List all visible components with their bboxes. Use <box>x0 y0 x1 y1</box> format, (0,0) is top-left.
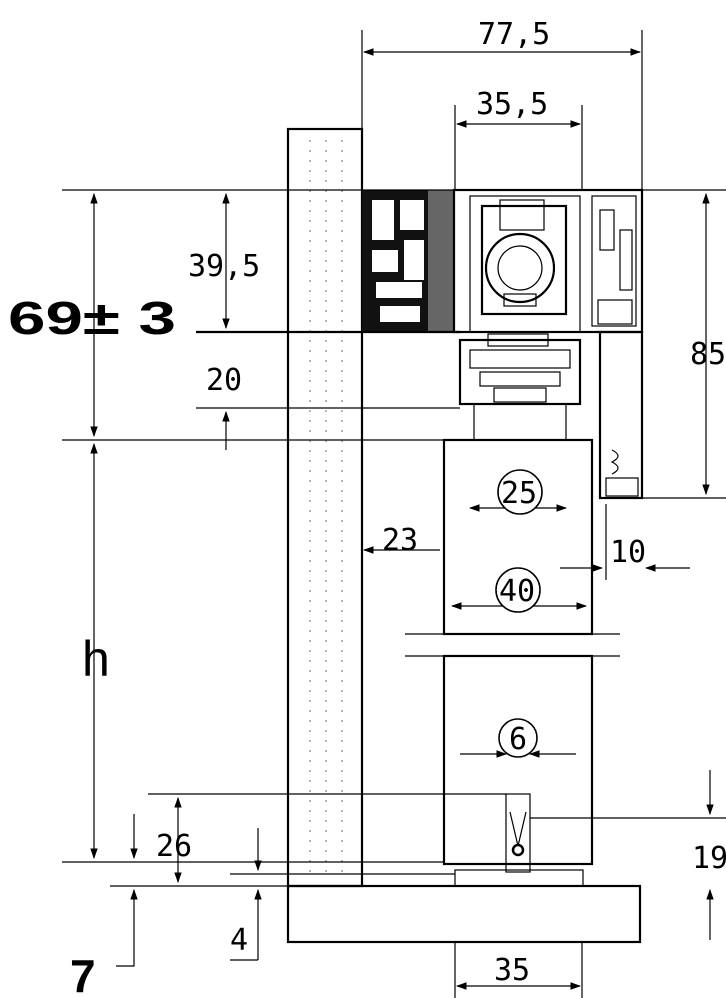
label-circle-bottom: 6 <box>509 722 527 757</box>
label-floor-gap: 4 <box>230 923 248 958</box>
top-rail-profile <box>362 188 644 500</box>
label-circle-top: 25 <box>501 476 537 511</box>
label-bottom-guide: 26 <box>156 829 192 864</box>
floor-block <box>286 869 642 944</box>
label-height-gap: 20 <box>206 363 242 398</box>
dimension-lines <box>90 48 714 990</box>
label-width-inner: 35,5 <box>476 87 548 122</box>
wall-panel <box>286 127 364 888</box>
label-guide-height: 19 <box>692 841 726 876</box>
label-panel-offset: 23 <box>382 523 418 558</box>
door-leaf-lower <box>442 654 594 873</box>
label-circle-mid: 40 <box>499 574 535 609</box>
label-floor-height: 7 <box>70 950 96 998</box>
circle-bottom-marker <box>498 718 538 758</box>
label-floor-width: 35 <box>494 953 530 988</box>
label-side-gap: 10 <box>610 535 646 570</box>
extension-lines <box>62 30 726 998</box>
carriage <box>458 333 582 441</box>
circle-mid-marker <box>495 567 541 613</box>
circle-top-marker <box>497 469 543 515</box>
label-height-adjust: 69± 3 <box>8 292 176 344</box>
label-height-rail: 85 <box>690 337 726 372</box>
circle-callouts <box>495 469 543 758</box>
label-height-profile: 39,5 <box>188 249 260 284</box>
label-height-variable: h <box>82 631 110 687</box>
break-lines <box>405 633 620 657</box>
label-width-total: 77,5 <box>478 17 550 52</box>
